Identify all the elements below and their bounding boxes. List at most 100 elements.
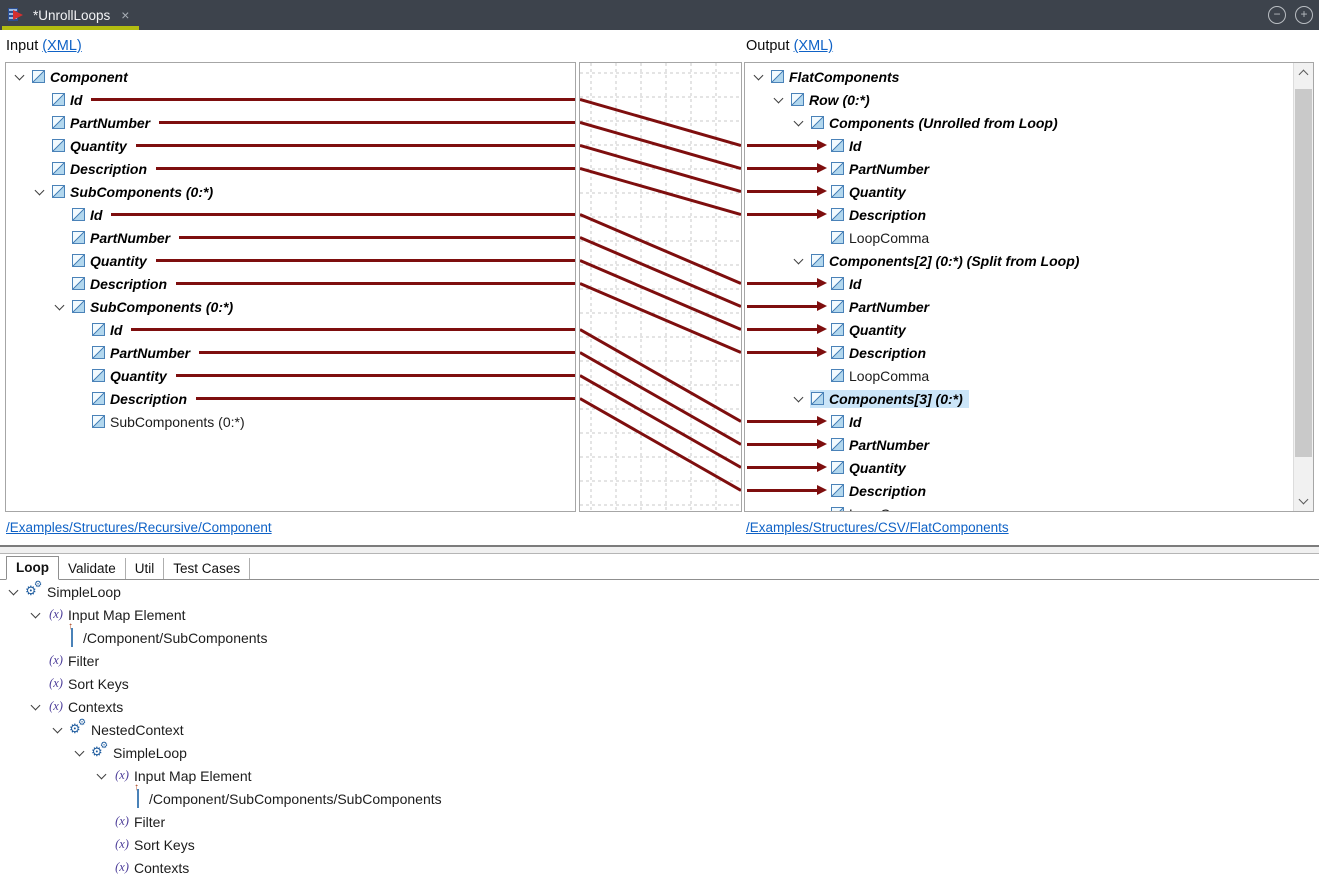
input-row-partnumber[interactable]: PartNumber: [6, 111, 575, 134]
tab-validate[interactable]: Validate: [59, 558, 126, 579]
expander-icon[interactable]: [773, 93, 790, 103]
output-row-quantity[interactable]: Quantity: [745, 456, 1294, 479]
input-row-subcomponents-0[interactable]: SubComponents (0:*): [6, 410, 575, 433]
loop-tree-row-nestedcontext[interactable]: ⚙⚙NestedContext: [0, 716, 1319, 741]
loop-tree-row-input-map-element[interactable]: (x)Input Map Element: [0, 764, 1319, 787]
output-row-loopcomma[interactable]: LoopComma: [745, 364, 1294, 387]
expander-icon[interactable]: [793, 392, 810, 402]
node-label: SubComponents (0:*): [110, 413, 245, 430]
loop-tree-row-filter[interactable]: (x)Filter: [0, 649, 1319, 672]
horizontal-splitter[interactable]: [0, 545, 1319, 554]
output-row-row-0[interactable]: Row (0:*): [745, 88, 1294, 111]
xml-element-icon: [811, 392, 824, 405]
map-line: [155, 259, 575, 262]
output-row-components-3-0[interactable]: Components[3] (0:*): [745, 387, 1294, 410]
scroll-down-icon[interactable]: [1294, 493, 1313, 510]
loop-properties-tree: ⚙⚙SimpleLoop(x)Input Map Element↑/Compon…: [0, 579, 1319, 879]
output-row-loopcomma[interactable]: LoopComma: [745, 502, 1294, 511]
xml-element-icon: [831, 323, 844, 336]
input-row-partnumber[interactable]: PartNumber: [6, 226, 575, 249]
node: PartNumber: [51, 114, 156, 132]
input-row-description[interactable]: Description: [6, 157, 575, 180]
output-row-components-unrolled-from-loop[interactable]: Components (Unrolled from Loop): [745, 111, 1294, 134]
input-row-id[interactable]: Id: [6, 318, 575, 341]
input-row-id[interactable]: Id: [6, 203, 575, 226]
xml-element-icon: [72, 300, 85, 313]
loop-tree-row-contexts[interactable]: (x)Contexts: [0, 695, 1319, 718]
loop-gears-icon: ⚙⚙: [69, 716, 87, 736]
output-row-description[interactable]: Description: [745, 203, 1294, 226]
tab-test-cases[interactable]: Test Cases: [164, 558, 251, 579]
input-row-description[interactable]: Description: [6, 387, 575, 410]
input-xml-link[interactable]: (XML): [42, 38, 82, 54]
input-row-quantity[interactable]: Quantity: [6, 249, 575, 272]
expander-icon[interactable]: [54, 300, 71, 310]
output-row-id[interactable]: Id: [745, 272, 1294, 295]
node: Description: [71, 275, 173, 293]
input-row-subcomponents-0[interactable]: SubComponents (0:*): [6, 180, 575, 203]
expander-icon[interactable]: [52, 723, 69, 733]
document-tab[interactable]: *UnrollLoops ×: [0, 0, 140, 30]
loop-tree-row-simpleloop[interactable]: ⚙⚙SimpleLoop: [0, 740, 1319, 764]
expander-icon[interactable]: [34, 185, 51, 195]
expander-icon[interactable]: [8, 585, 25, 595]
tab-loop[interactable]: Loop: [6, 556, 59, 580]
input-row-quantity[interactable]: Quantity: [6, 364, 575, 387]
output-row-partnumber[interactable]: PartNumber: [745, 433, 1294, 456]
xml-element-icon: [92, 369, 105, 382]
output-scrollbar[interactable]: [1293, 63, 1313, 511]
input-structure-link[interactable]: /Examples/Structures/Recursive/Component: [6, 520, 272, 535]
output-row-quantity[interactable]: Quantity: [745, 318, 1294, 341]
loop-tree-row-sort-keys[interactable]: (x)Sort Keys: [0, 672, 1319, 695]
expander-icon[interactable]: [30, 608, 47, 618]
loop-tree-row-input-map-element[interactable]: (x)Input Map Element: [0, 603, 1319, 626]
xml-element-icon: [52, 162, 65, 175]
loop-tree-row-contexts[interactable]: (x)Contexts: [0, 856, 1319, 879]
output-row-components-2-0-split-from-loop[interactable]: Components[2] (0:*) (Split from Loop): [745, 249, 1294, 272]
node: Quantity: [830, 183, 912, 201]
node-label: LoopComma: [849, 229, 930, 246]
output-row-description[interactable]: Description: [745, 341, 1294, 364]
node-label: Sort Keys: [134, 836, 195, 853]
output-structure-link[interactable]: /Examples/Structures/CSV/FlatComponents: [746, 520, 1009, 535]
expander-icon[interactable]: [753, 70, 770, 80]
input-row-partnumber[interactable]: PartNumber: [6, 341, 575, 364]
scroll-up-icon[interactable]: [1294, 64, 1313, 81]
tab-close-icon[interactable]: ×: [121, 7, 130, 23]
expander-icon[interactable]: [74, 746, 91, 756]
zoom-out-button[interactable]: −: [1268, 6, 1286, 24]
tab-util[interactable]: Util: [126, 558, 165, 579]
output-row-id[interactable]: Id: [745, 134, 1294, 157]
input-row-description[interactable]: Description: [6, 272, 575, 295]
input-row-component[interactable]: Component: [6, 65, 575, 88]
zoom-in-button[interactable]: +: [1295, 6, 1313, 24]
output-row-id[interactable]: Id: [745, 410, 1294, 433]
map-line: [747, 420, 818, 423]
scrollbar-thumb[interactable]: [1295, 89, 1312, 457]
node-label: Quantity: [849, 183, 906, 200]
input-row-quantity[interactable]: Quantity: [6, 134, 575, 157]
node: SubComponents (0:*): [91, 413, 251, 431]
input-row-id[interactable]: Id: [6, 88, 575, 111]
expander-icon[interactable]: [793, 116, 810, 126]
output-row-quantity[interactable]: Quantity: [745, 180, 1294, 203]
node-label: /Component/SubComponents/SubComponents: [149, 790, 442, 807]
expander-icon[interactable]: [30, 700, 47, 710]
expander-icon[interactable]: [793, 254, 810, 264]
expander-icon[interactable]: [14, 70, 31, 80]
expander-icon[interactable]: [96, 769, 113, 779]
node: PartNumber: [91, 344, 196, 362]
output-row-flatcomponents[interactable]: FlatComponents: [745, 65, 1294, 88]
output-row-description[interactable]: Description: [745, 479, 1294, 502]
output-row-partnumber[interactable]: PartNumber: [745, 157, 1294, 180]
loop-tree-row-component-subcomponents[interactable]: ↑/Component/SubComponents: [0, 621, 1319, 649]
input-row-subcomponents-0[interactable]: SubComponents (0:*): [6, 295, 575, 318]
output-row-loopcomma[interactable]: LoopComma: [745, 226, 1294, 249]
output-row-partnumber[interactable]: PartNumber: [745, 295, 1294, 318]
loop-tree-row-filter[interactable]: (x)Filter: [0, 810, 1319, 833]
loop-tree-row-sort-keys[interactable]: (x)Sort Keys: [0, 833, 1319, 856]
loop-tree-row-component-subcomponents-subcomponents[interactable]: ↑/Component/SubComponents/SubComponents: [0, 782, 1319, 810]
output-xml-link[interactable]: (XML): [793, 38, 834, 54]
loop-tree-row-simpleloop[interactable]: ⚙⚙SimpleLoop: [0, 579, 1319, 603]
